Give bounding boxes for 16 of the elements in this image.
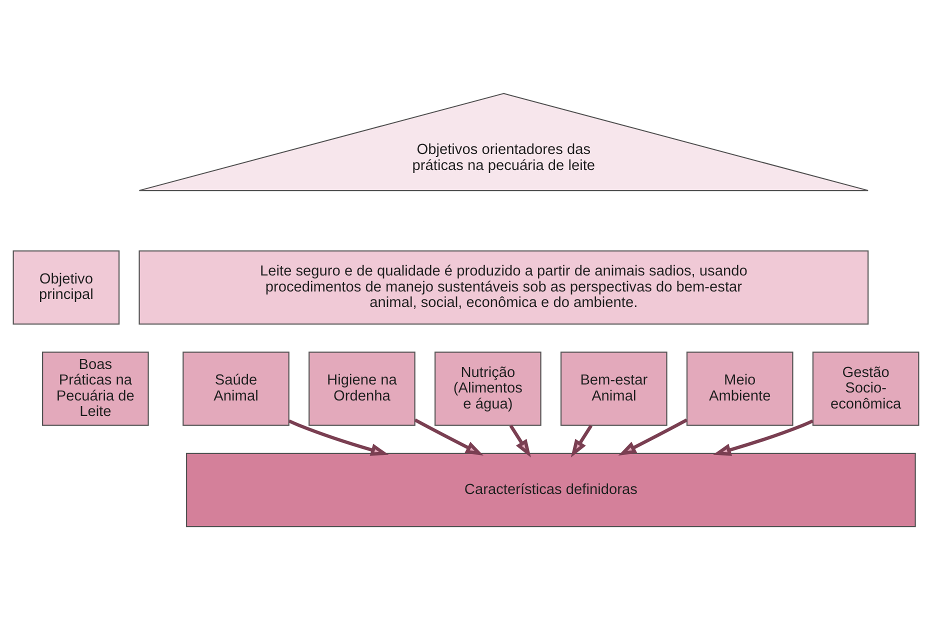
node-box: Saúde Animal bbox=[182, 351, 290, 426]
node-box: Leite seguro e de qualidade é produzido a partir de animais sadios, usando procedimentos de manejo sustentáveis sob as perspectivas do bem-estar animal, social, econômica e do ambiente. bbox=[138, 250, 869, 324]
node-box: Características definidoras bbox=[186, 452, 916, 527]
arrow bbox=[414, 418, 484, 456]
arrow bbox=[288, 418, 389, 456]
node-box: Nutrição (Alimentos e água) bbox=[434, 351, 542, 426]
arrow bbox=[509, 424, 531, 457]
arrow bbox=[712, 418, 814, 456]
node-box: Higiene na Ordenha bbox=[308, 351, 416, 426]
arrow bbox=[618, 418, 688, 456]
node-box: Bem-estar Animal bbox=[560, 351, 668, 426]
arrow bbox=[570, 424, 593, 457]
node-box: Meio Ambiente bbox=[686, 351, 794, 426]
node-box: Boas Práticas na Pecuária de Leite bbox=[42, 351, 149, 426]
node-box: Gestão Socio-econômica bbox=[812, 351, 920, 426]
node-box: Objetivo principal bbox=[12, 250, 120, 324]
